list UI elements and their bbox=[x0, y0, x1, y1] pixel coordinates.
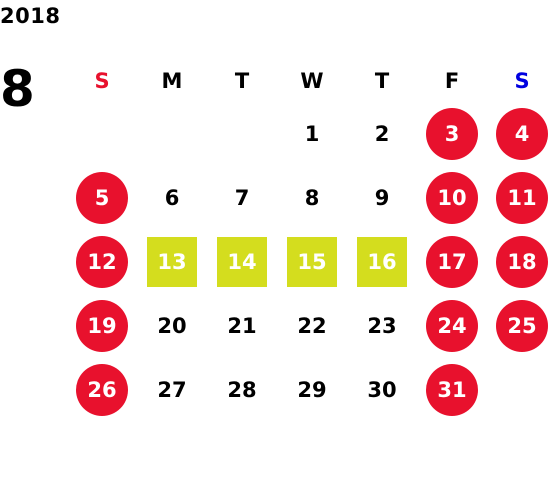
highlighted-day-number: 14 bbox=[217, 237, 267, 287]
day-cell: 4 bbox=[487, 102, 548, 166]
calendar-month: 8 bbox=[0, 60, 35, 118]
day-number: 20 bbox=[157, 314, 187, 338]
day-number: 22 bbox=[297, 314, 327, 338]
holiday-day-number: 17 bbox=[426, 236, 478, 288]
day-number: 23 bbox=[367, 314, 397, 338]
day-cell: 13 bbox=[137, 230, 207, 294]
day-cell: 5 bbox=[67, 166, 137, 230]
day-number: 29 bbox=[297, 378, 327, 402]
empty-cell bbox=[207, 102, 277, 166]
holiday-day-number: 18 bbox=[496, 236, 548, 288]
weekday-tuesday: T bbox=[234, 69, 250, 93]
weekday-monday: M bbox=[161, 69, 183, 93]
holiday-day-number: 11 bbox=[496, 172, 548, 224]
holiday-day-number: 4 bbox=[496, 108, 548, 160]
holiday-day-number: 24 bbox=[426, 300, 478, 352]
day-cell: 26 bbox=[67, 358, 137, 422]
day-cell: 25 bbox=[487, 294, 548, 358]
day-cell: 14 bbox=[207, 230, 277, 294]
day-cell: 27 bbox=[137, 358, 207, 422]
highlighted-day-number: 16 bbox=[357, 237, 407, 287]
day-cell: 20 bbox=[137, 294, 207, 358]
empty-cell bbox=[67, 102, 137, 166]
weekday-thursday: T bbox=[374, 69, 390, 93]
day-number: 2 bbox=[374, 122, 390, 146]
day-cell: 19 bbox=[67, 294, 137, 358]
day-cell: 1 bbox=[277, 102, 347, 166]
day-cell: 12 bbox=[67, 230, 137, 294]
day-cell: 18 bbox=[487, 230, 548, 294]
highlighted-day-number: 13 bbox=[147, 237, 197, 287]
holiday-day-number: 31 bbox=[426, 364, 478, 416]
holiday-day-number: 3 bbox=[426, 108, 478, 160]
day-cell: 10 bbox=[417, 166, 487, 230]
day-cell: 16 bbox=[347, 230, 417, 294]
day-cell: 17 bbox=[417, 230, 487, 294]
day-cell: 21 bbox=[207, 294, 277, 358]
day-cell: 7 bbox=[207, 166, 277, 230]
weekday-saturday: S bbox=[514, 69, 530, 93]
day-cell: 24 bbox=[417, 294, 487, 358]
day-cell: 11 bbox=[487, 166, 548, 230]
holiday-day-number: 26 bbox=[76, 364, 128, 416]
calendar-year: 2018 bbox=[0, 4, 61, 28]
day-number: 9 bbox=[374, 186, 390, 210]
day-number: 28 bbox=[227, 378, 257, 402]
holiday-day-number: 5 bbox=[76, 172, 128, 224]
day-cell: 23 bbox=[347, 294, 417, 358]
day-cell: 6 bbox=[137, 166, 207, 230]
day-cell: 31 bbox=[417, 358, 487, 422]
day-number: 8 bbox=[304, 186, 320, 210]
weekday-friday: F bbox=[444, 69, 460, 93]
day-number: 6 bbox=[164, 186, 180, 210]
day-cell: 9 bbox=[347, 166, 417, 230]
holiday-day-number: 25 bbox=[496, 300, 548, 352]
day-cell: 28 bbox=[207, 358, 277, 422]
day-number: 21 bbox=[227, 314, 257, 338]
holiday-day-number: 10 bbox=[426, 172, 478, 224]
day-number: 7 bbox=[234, 186, 250, 210]
day-cell: 8 bbox=[277, 166, 347, 230]
weekday-sunday: S bbox=[94, 69, 110, 93]
day-cell: 15 bbox=[277, 230, 347, 294]
holiday-day-number: 12 bbox=[76, 236, 128, 288]
day-cell: 3 bbox=[417, 102, 487, 166]
day-number: 30 bbox=[367, 378, 397, 402]
day-cell: 30 bbox=[347, 358, 417, 422]
day-cell: 29 bbox=[277, 358, 347, 422]
day-number: 1 bbox=[304, 122, 320, 146]
highlighted-day-number: 15 bbox=[287, 237, 337, 287]
empty-cell bbox=[137, 102, 207, 166]
weekday-wednesday: W bbox=[300, 69, 324, 93]
day-cell: 22 bbox=[277, 294, 347, 358]
day-cell: 2 bbox=[347, 102, 417, 166]
holiday-day-number: 19 bbox=[76, 300, 128, 352]
day-number: 27 bbox=[157, 378, 187, 402]
